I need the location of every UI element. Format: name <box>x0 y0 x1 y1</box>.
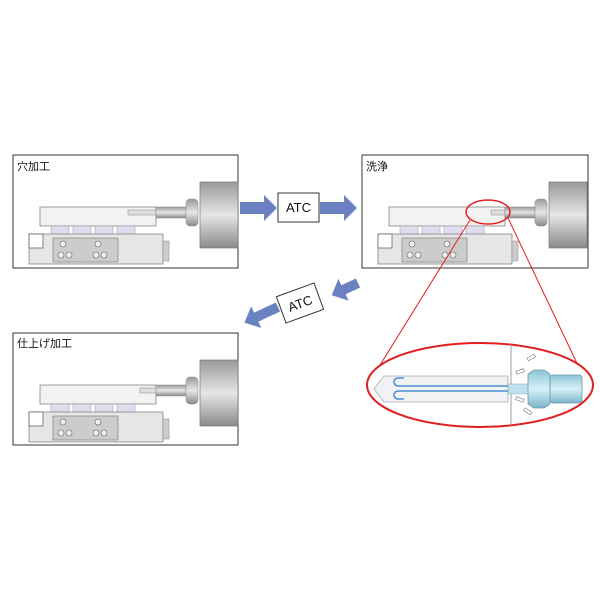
bolt <box>100 429 108 437</box>
tool-holder <box>155 206 187 219</box>
bolt <box>59 240 67 248</box>
step-panel-finishing: 仕上げ加工 <box>12 332 239 446</box>
detail-callout <box>366 199 594 428</box>
clamp <box>28 411 44 427</box>
tool <box>490 209 506 216</box>
tool <box>139 387 157 394</box>
arrow-down-left-icon <box>244 302 281 329</box>
step-panel-drilling: 穴加工 <box>12 154 239 269</box>
arrow-down-left-icon <box>331 278 361 301</box>
coolant-through-tool <box>373 353 583 416</box>
atc-box-1: ATC <box>277 192 320 223</box>
work-plate <box>388 206 506 227</box>
step-label-drilling: 穴加工 <box>17 159 50 173</box>
bolt <box>92 429 100 437</box>
bolt <box>65 429 73 437</box>
bolt <box>443 240 451 248</box>
tool-holder <box>155 384 187 397</box>
machine-illustration <box>377 181 588 265</box>
machine-illustration <box>28 181 239 265</box>
bolt <box>100 251 108 259</box>
bolt <box>65 251 73 259</box>
bolt <box>449 251 457 259</box>
spindle <box>199 359 239 427</box>
svg-text:ATC: ATC <box>286 200 311 215</box>
bolt <box>94 240 102 248</box>
flow-arrows <box>240 195 361 329</box>
bolt <box>57 251 65 259</box>
bolt <box>57 429 65 437</box>
atc-box-2: ATC <box>275 282 325 324</box>
machine-illustration <box>28 359 239 443</box>
work-plate <box>39 384 157 405</box>
bolt <box>414 251 422 259</box>
arrow-right-icon <box>240 195 277 221</box>
clamp <box>377 233 393 249</box>
step-panel-cleaning: 洗浄 <box>361 154 589 269</box>
spindle <box>548 181 588 249</box>
coolant-spray-icon <box>515 353 536 416</box>
step-label-finishing: 仕上げ加工 <box>17 337 72 350</box>
bolt <box>94 418 102 426</box>
bolt <box>59 418 67 426</box>
bolt <box>408 240 416 248</box>
spindle <box>199 181 239 249</box>
arrow-right-icon <box>320 195 357 221</box>
highlight-circle <box>465 199 511 225</box>
tool <box>127 209 157 216</box>
bolt <box>92 251 100 259</box>
bolt <box>406 251 414 259</box>
clamp <box>28 233 44 249</box>
step-label-cleaning: 洗浄 <box>366 159 388 173</box>
